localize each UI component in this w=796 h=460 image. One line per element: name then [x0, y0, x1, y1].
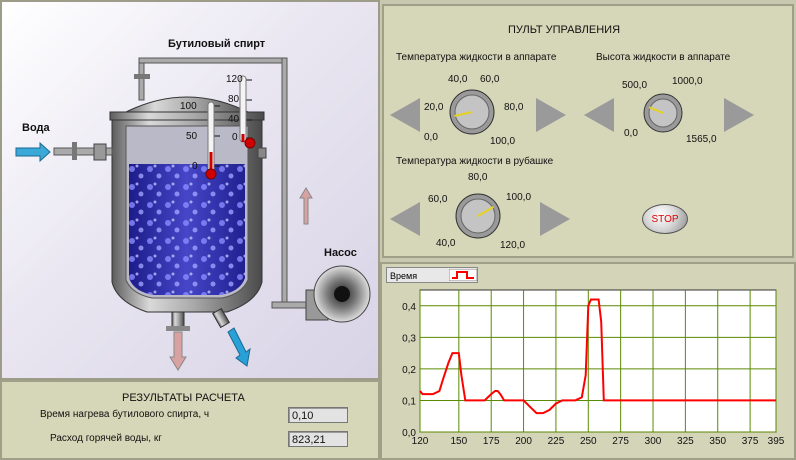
- results-title: РЕЗУЛЬТАТЫ РАСЧЕТА: [122, 392, 245, 404]
- chart-panel: Время 120 150 175 200 225 250 275 300 325 350 375 3…: [380, 262, 796, 460]
- results-panel: РЕЗУЛЬТАТЫ РАСЧЕТА Время нагрева бутилов…: [0, 380, 380, 460]
- x-tick-label: 300: [645, 436, 662, 447]
- thermometer-right-bulb: [244, 137, 256, 149]
- jacket-outlet: [211, 307, 231, 329]
- x-tick-label: 275: [612, 436, 629, 447]
- x-tick-label: 175: [483, 436, 500, 447]
- thermo-left-tick-0: 0: [192, 161, 198, 172]
- series-line-time: [419, 298, 776, 415]
- dial-liquid-temp-label-20: 20,0: [424, 102, 444, 113]
- dial-liquid-height-svg: [643, 93, 683, 133]
- water-arrow: [15, 141, 51, 163]
- dial-liquid-temp-label-0: 0,0: [424, 132, 438, 143]
- dial-liquid-height-increase-button[interactable]: [724, 98, 754, 132]
- control-panel-title: ПУЛЬТ УПРАВЛЕНИЯ: [508, 24, 621, 36]
- jacket-valve: [257, 147, 267, 159]
- x-tick-label: 325: [677, 436, 694, 447]
- dial-jacket-temp-label-120: 120,0: [500, 240, 526, 251]
- water-inlet-pipe: [53, 142, 113, 161]
- drain-arrow: [169, 331, 187, 371]
- flow-up-arrow: [299, 187, 313, 225]
- dial-jacket-temp-title: Температура жидкости в рубашке: [396, 156, 554, 167]
- product-pipe: [134, 57, 318, 309]
- y-tick-label: 0,2: [402, 365, 416, 376]
- dial-liquid-temp-svg: [449, 89, 495, 135]
- dial-liquid-height-label-1565: 1565,0: [686, 134, 717, 145]
- thermo-right-tick-120: 120: [226, 74, 243, 85]
- dial-liquid-height-knob[interactable]: [642, 92, 684, 134]
- dial-liquid-temp-label-60: 60,0: [480, 74, 500, 85]
- dial-jacket-temp-knob[interactable]: [454, 192, 502, 240]
- dial-liquid-temp-decrease-button[interactable]: [390, 98, 420, 132]
- y-tick-label: 0,0: [402, 428, 416, 439]
- thermometer-right: [239, 75, 256, 149]
- x-tick-label: 250: [580, 436, 597, 447]
- x-tick-label: 375: [742, 436, 759, 447]
- dial-liquid-temp-label-100: 100,0: [490, 136, 516, 147]
- thermometer-left: [205, 101, 220, 180]
- jacket-outlet-arrow: [227, 327, 251, 367]
- heating-time-label: Время нагрева бутилового спирта, ч: [40, 409, 210, 420]
- dial-liquid-temp-label-80: 80,0: [504, 102, 524, 113]
- dial-jacket-temp-decrease-button[interactable]: [390, 202, 420, 236]
- dial-jacket-temp-svg: [455, 193, 501, 239]
- dial-jacket-temp-label-40: 40,0: [436, 238, 456, 249]
- control-panel: ПУЛЬТ УПРАВЛЕНИЯ Температура жидкости в …: [382, 4, 794, 258]
- x-tick-label: 120: [412, 436, 429, 447]
- hot-water-value: 823,21: [288, 431, 348, 447]
- plot-area: [419, 289, 777, 433]
- x-tick-label: 150: [450, 436, 467, 447]
- stop-button[interactable]: STOP: [642, 204, 688, 234]
- thermometer-left-bulb: [205, 168, 217, 180]
- dial-liquid-temp-label-40: 40,0: [448, 74, 468, 85]
- y-tick-label: 0,3: [402, 333, 416, 344]
- pump: [305, 265, 371, 323]
- dial-liquid-temp-increase-button[interactable]: [536, 98, 566, 132]
- thermo-left-tick-100: 100: [180, 101, 197, 112]
- dial-jacket-temp-label-80: 80,0: [468, 172, 488, 183]
- chart-legend: Время: [386, 267, 478, 283]
- product-label: Бутиловый спирт: [168, 38, 266, 50]
- legend-series-swatch: [449, 269, 477, 281]
- dial-jacket-temp-increase-button[interactable]: [540, 202, 570, 236]
- apparatus-diagram-panel: Бутиловый спирт Вода Насос 100 50 0 120 …: [0, 0, 380, 380]
- hot-water-label: Расход горячей воды, кг: [50, 433, 162, 444]
- dial-jacket-temp-label-60: 60,0: [428, 194, 448, 205]
- x-tick-label: 350: [709, 436, 726, 447]
- thermo-right-tick-80: 80: [228, 94, 240, 105]
- heating-time-value: 0,10: [288, 407, 348, 423]
- thermo-left-tick-50: 50: [186, 131, 198, 142]
- thermo-right-tick-40: 40: [228, 114, 240, 125]
- dial-liquid-temp-title: Температура жидкости в аппарате: [396, 52, 557, 63]
- dial-liquid-height-label-1000: 1000,0: [672, 76, 703, 87]
- dial-liquid-temp-knob[interactable]: [448, 88, 496, 136]
- dial-jacket-temp-label-100: 100,0: [506, 192, 532, 203]
- apparatus-svg: [15, 57, 371, 371]
- dial-liquid-height-label-0: 0,0: [624, 128, 638, 139]
- thermo-right-tick-0: 0: [232, 132, 238, 143]
- water-label: Вода: [22, 122, 50, 134]
- y-tick-label: 0,4: [402, 302, 416, 313]
- x-tick-label: 200: [515, 436, 532, 447]
- vessel-lid: [121, 96, 253, 115]
- y-tick-label: 0,1: [402, 396, 416, 407]
- x-tick-label: 395: [768, 436, 785, 447]
- legend-series-name: Время: [390, 271, 418, 281]
- dial-liquid-height-label-500: 500,0: [622, 80, 648, 91]
- x-tick-label: 225: [548, 436, 565, 447]
- dial-liquid-height-title: Высота жидкости в аппарате: [596, 52, 731, 63]
- pump-label: Насос: [324, 247, 357, 259]
- line-chart: 120 150 175 200 225 250 275 300 325 350 375 395 0,0 0…: [402, 289, 785, 447]
- dial-liquid-height-decrease-button[interactable]: [584, 98, 614, 132]
